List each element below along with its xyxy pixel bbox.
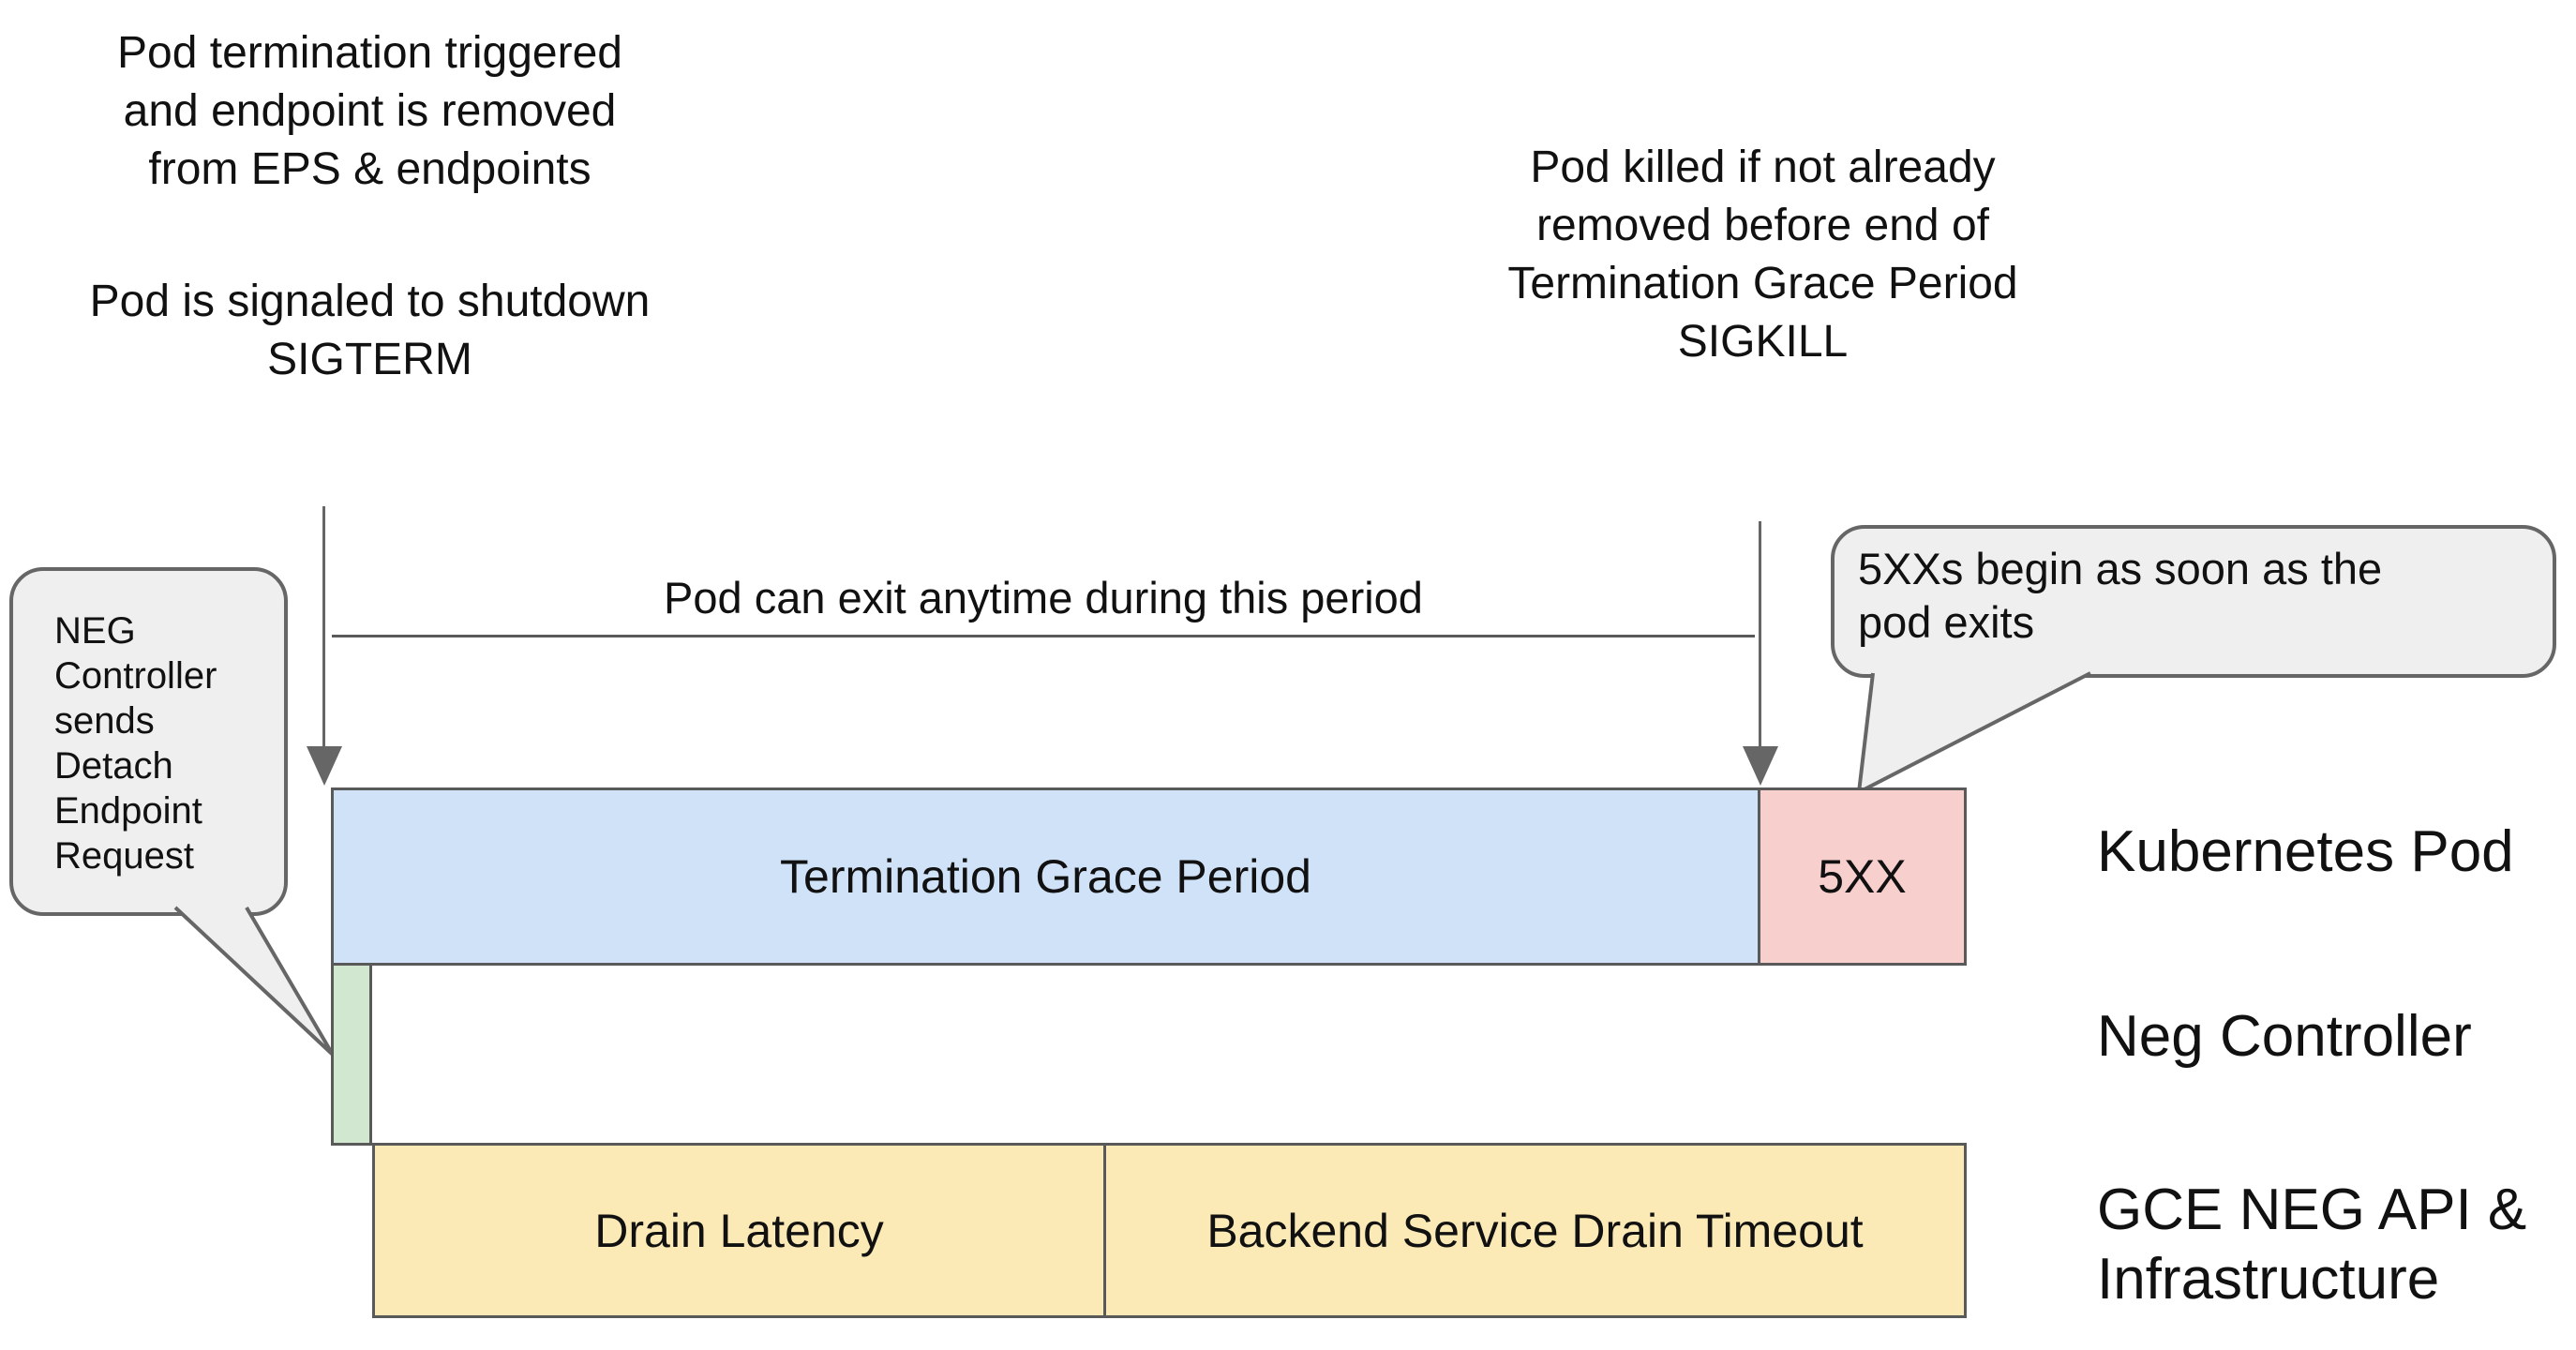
note-line: from EPS & endpoints [148,144,592,194]
row-label-line: Infrastructure [2097,1247,2440,1312]
sigterm-arrowhead-down-icon [307,746,342,786]
row-label-line: GCE NEG API & [2097,1178,2527,1242]
bar-termination-grace-period: Termination Grace Period [331,788,1760,966]
bar-label: Backend Service Drain Timeout [1206,1204,1864,1257]
callout-5xx-begin: 5XXs begin as soon as the pod exits [1831,525,2556,678]
bar-neg-detach [331,963,372,1146]
callout-line: Endpoint [54,790,202,832]
note-line: Pod is signaled to shutdown [89,277,651,326]
callout-line: Controller [54,655,217,697]
callout-line: Detach [54,745,173,787]
callout-tail-right [1857,671,2091,794]
note-line: SIGTERM [267,335,472,384]
bar-label: Termination Grace Period [780,850,1311,903]
sigkill-arrow-line [1759,521,1761,748]
bar-drain-divider [1103,1146,1106,1315]
sigterm-arrow-line [322,506,325,748]
note-pod-termination-paragraph: Pod termination triggered and endpoint i… [67,24,672,199]
bar-label: Drain Latency [594,1204,884,1257]
callout-neg-controller: NEG Controller sends Detach Endpoint Req… [9,567,288,916]
period-span-line [332,635,1755,638]
callout-tail-left [173,906,335,1057]
note-pod-signaled-paragraph: Pod is signaled to shutdown SIGTERM [67,273,672,389]
note-pod-killed: Pod killed if not already removed before… [1460,139,2065,371]
note-line: Pod killed if not already [1530,142,1996,192]
callout-line: 5XXs begin as soon as the [1858,544,2383,593]
callout-line: pod exits [1858,597,2035,647]
note-line: Termination Grace Period [1507,259,2018,308]
note-line: SIGKILL [1677,317,1849,367]
callout-line: Request [54,835,194,877]
bar-label: 5XX [1818,850,1907,903]
note-line: removed before end of [1536,201,1989,250]
note-period: Pod can exit anytime during this period [664,573,1423,622]
callout-line: sends [54,700,155,742]
row-label-gce-neg-api: GCE NEG API & Infrastructure [2097,1176,2526,1314]
callout-line: NEG [54,610,136,652]
bar-5xx: 5XX [1758,788,1967,966]
row-label-kubernetes-pod: Kubernetes Pod [2097,819,2514,884]
note-line: and endpoint is removed [123,86,617,136]
note-pod-termination: Pod termination triggered and endpoint i… [67,24,672,389]
row-label-neg-controller: Neg Controller [2097,1004,2472,1069]
sigkill-arrowhead-down-icon [1743,746,1778,786]
bar-drain-latency: Drain Latency [375,1146,1103,1315]
bar-drain: Drain Latency Backend Service Drain Time… [372,1143,1967,1318]
note-line: Pod termination triggered [117,28,622,78]
bar-backend-service-drain-timeout: Backend Service Drain Timeout [1106,1146,1964,1315]
